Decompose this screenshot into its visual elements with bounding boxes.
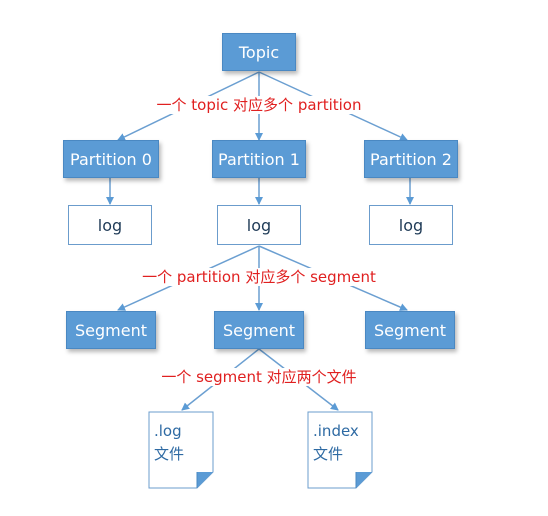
segment-1-label: Segment xyxy=(223,320,295,340)
segment-2-label: Segment xyxy=(374,320,446,340)
log-label-2: log xyxy=(398,215,424,235)
partition-2-node: Partition 2 xyxy=(364,140,458,178)
partition-0-node: Partition 0 xyxy=(63,140,159,178)
caption-segment-files: 一个 segment 对应两个文件 xyxy=(158,368,360,386)
log-node-0: log xyxy=(68,205,152,245)
topic-node: Topic xyxy=(222,33,296,71)
segment-2-node: Segment xyxy=(365,311,455,349)
log-file-word: 文件 xyxy=(154,445,185,463)
caption-partition-segment: 一个 partition 对应多个 segment xyxy=(139,268,379,286)
partition-2-label: Partition 2 xyxy=(370,149,452,169)
log-file-node: .log 文件 xyxy=(148,411,214,489)
partition-1-node: Partition 1 xyxy=(212,140,306,178)
document-icon xyxy=(148,411,214,489)
log-node-1: log xyxy=(217,205,301,245)
segment-0-label: Segment xyxy=(75,320,147,340)
log-file-ext: .log xyxy=(154,422,182,440)
partition-0-label: Partition 0 xyxy=(70,149,152,169)
index-file-node: .index 文件 xyxy=(307,411,373,489)
log-node-2: log xyxy=(369,205,453,245)
document-icon xyxy=(307,411,373,489)
log-label-1: log xyxy=(246,215,272,235)
topic-label: Topic xyxy=(238,42,280,62)
partition-1-label: Partition 1 xyxy=(218,149,300,169)
index-file-word: 文件 xyxy=(313,445,344,463)
log-label-0: log xyxy=(97,215,123,235)
segment-0-node: Segment xyxy=(66,311,156,349)
segment-1-node: Segment xyxy=(214,311,304,349)
index-file-ext: .index xyxy=(313,422,359,440)
caption-topic-partition: 一个 topic 对应多个 partition xyxy=(153,96,365,114)
